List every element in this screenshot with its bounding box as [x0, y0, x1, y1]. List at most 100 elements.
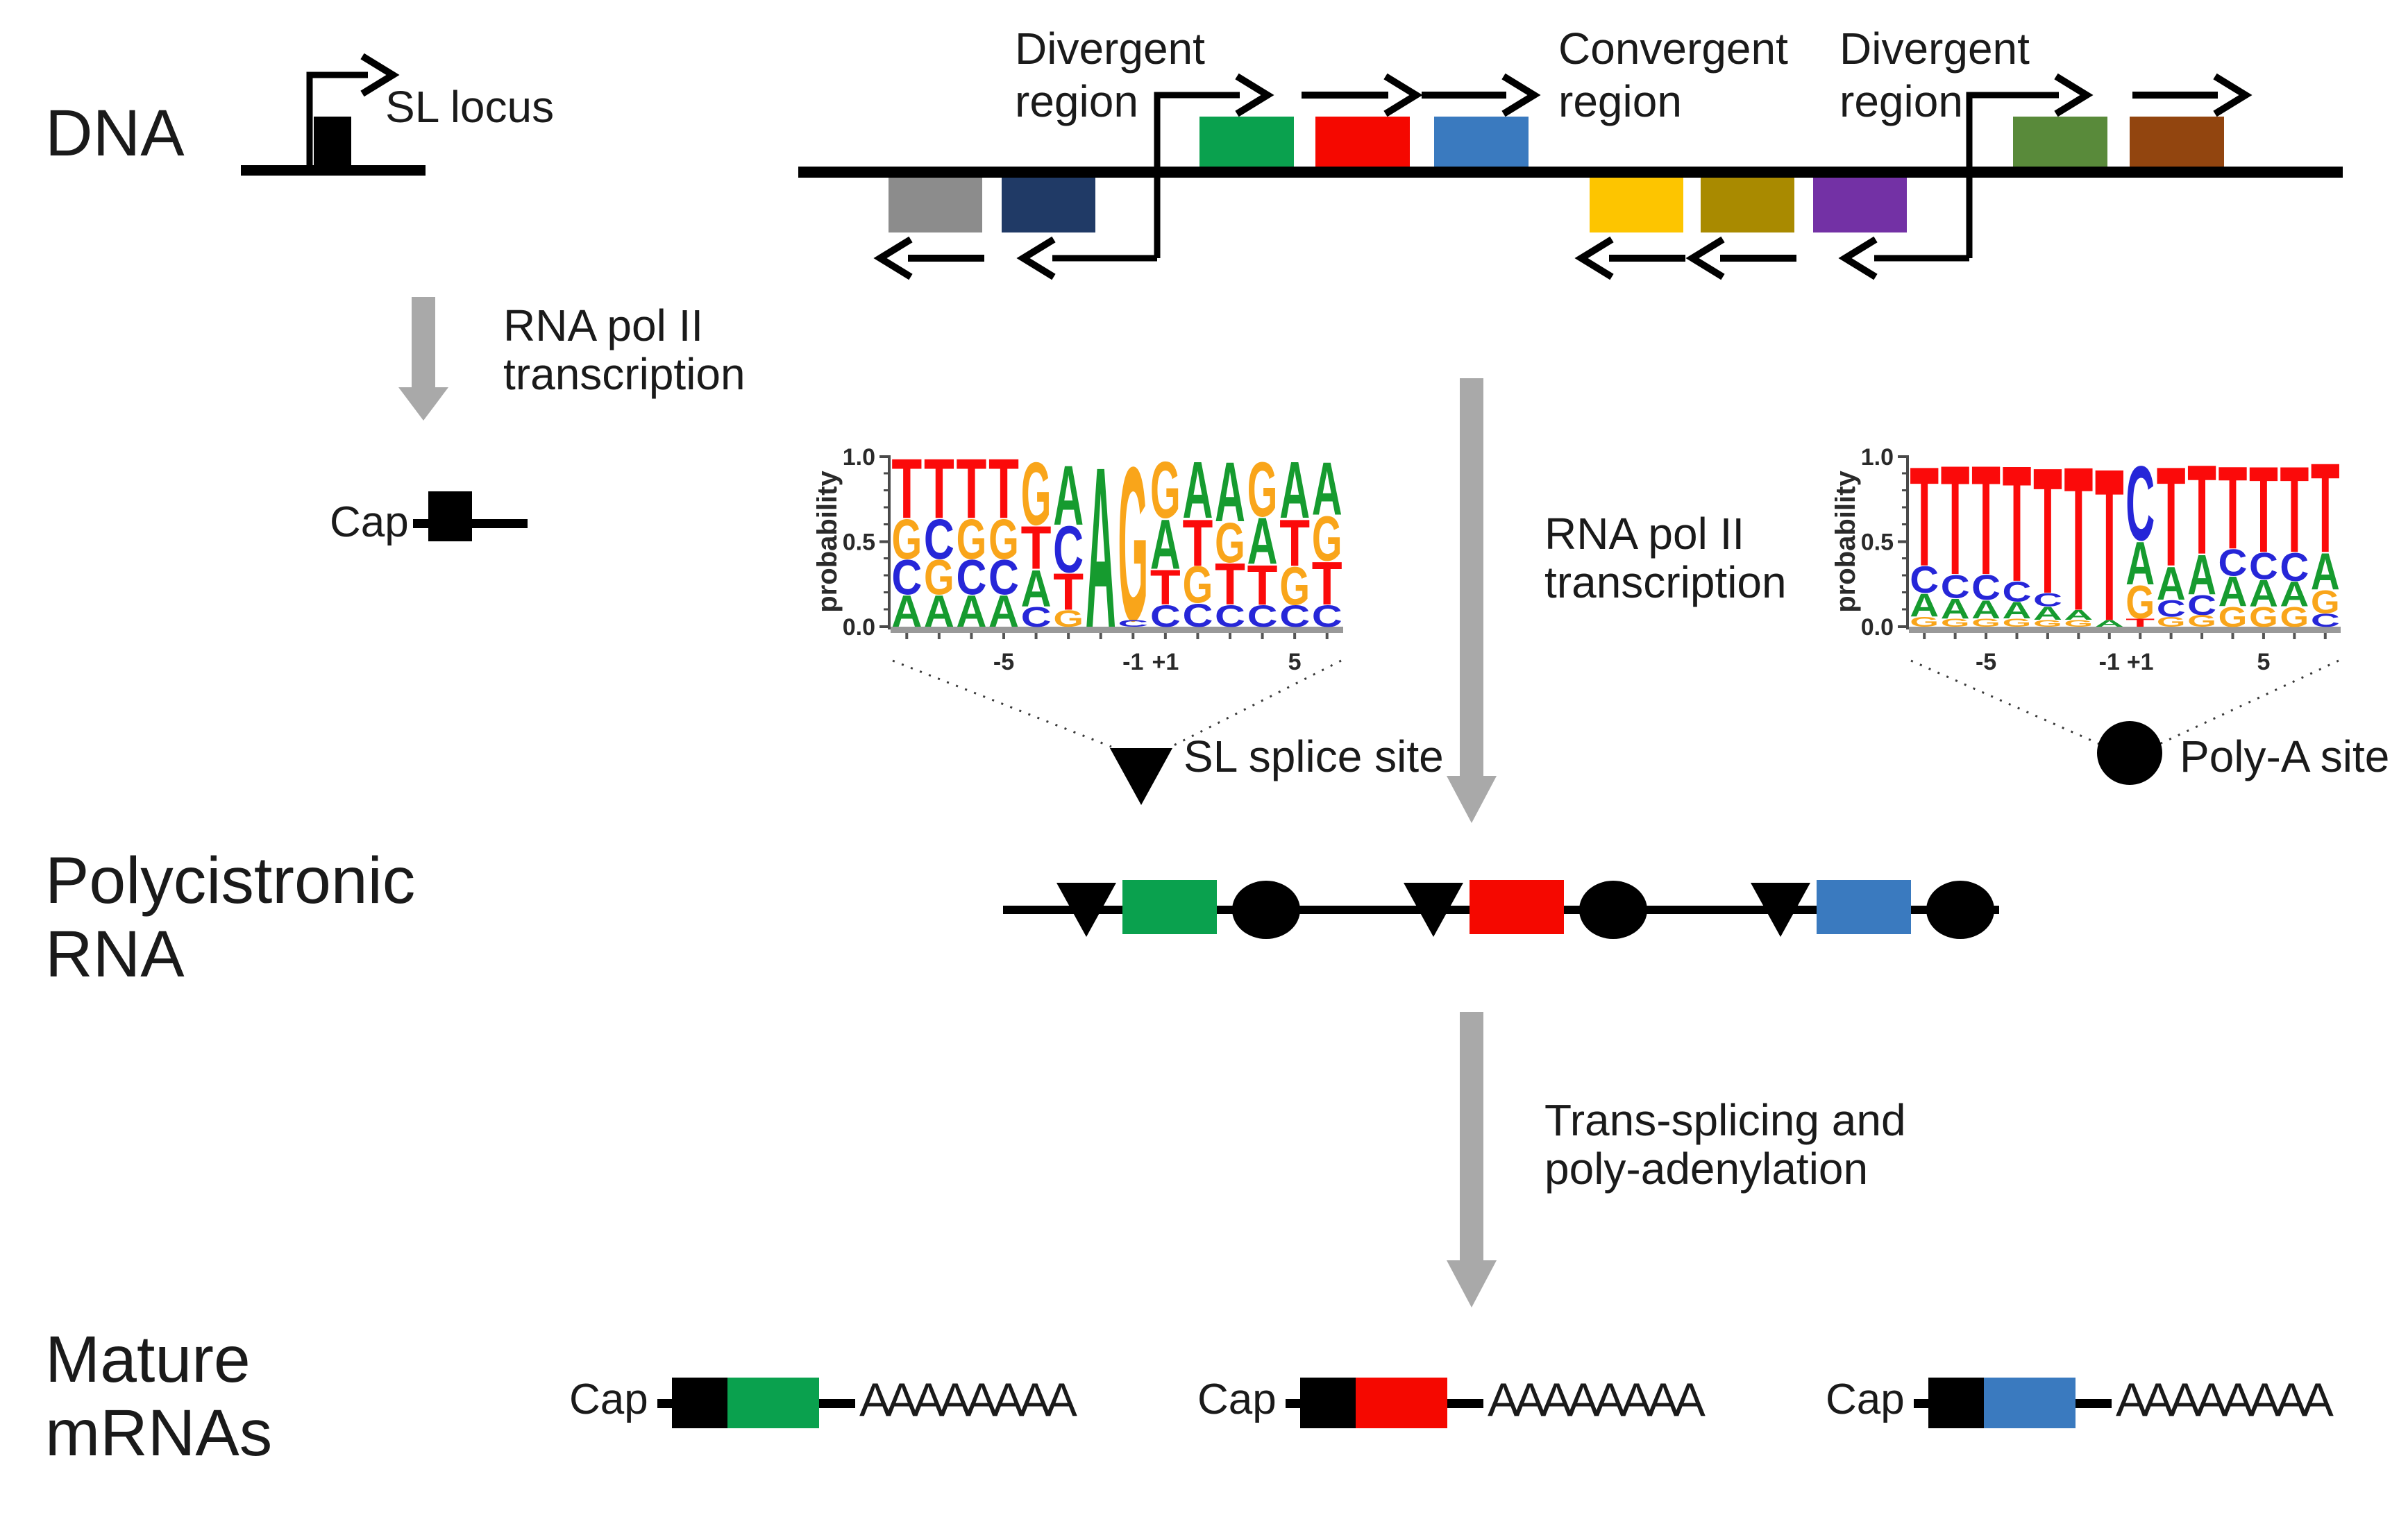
polya-logo-ytick-icon	[1898, 455, 1906, 458]
svg-text:G: G	[1971, 616, 2001, 629]
sl-rna-cap-box	[428, 491, 472, 541]
polya-logo-letter-C: C	[2218, 541, 2248, 584]
sl-logo-ytick-icon	[884, 557, 888, 559]
sl-logo-ytick-icon	[884, 523, 888, 525]
svg-text:C: C	[2033, 589, 2062, 611]
sl-logo-letter-C: C	[1312, 600, 1342, 634]
sl-logo-xtick-icon	[1002, 633, 1005, 639]
sl-logo-xtick-icon	[1196, 633, 1199, 639]
sl-logo-letter-A: A	[1021, 560, 1052, 618]
svg-text:C: C	[1247, 600, 1278, 634]
polya-logo-ytick-icon	[1902, 557, 1906, 559]
reverse-gene-box-3	[1590, 178, 1683, 232]
polya-logo-letter-G: G	[2218, 602, 2248, 633]
polya-logo-xtick-label: +1	[2127, 649, 2154, 675]
svg-text:A: A	[2311, 543, 2340, 601]
svg-text:C: C	[1182, 597, 1213, 634]
svg-text:C: C	[2003, 576, 2032, 608]
sl-logo-letter-G: G	[1215, 511, 1245, 574]
reverse-gene-box-4	[1701, 178, 1794, 232]
sl-logo-xtick-icon	[937, 633, 941, 639]
svg-text:G: G	[957, 508, 987, 571]
cap-label-left: Cap	[330, 498, 409, 546]
mrna-1-gene-box	[727, 1378, 819, 1428]
svg-text:T: T	[1021, 514, 1052, 583]
polya-logo-xtick-icon	[2169, 633, 2173, 639]
trans-splicing-label-2: poly-adenylation	[1544, 1144, 1869, 1194]
polya-logo-xtick-icon	[2077, 633, 2080, 639]
sl-logo-letter-A: A	[1182, 445, 1213, 535]
mrna-1-left-stub	[657, 1399, 672, 1408]
polya-logo-xtick-label: 5	[2257, 649, 2270, 675]
trans-splicing-arrow-head-icon	[1447, 1260, 1497, 1307]
svg-text:T: T	[1910, 438, 1939, 596]
sl-logo-ytick-icon	[884, 506, 888, 509]
sl-logo-ytick-label: 1.0	[843, 444, 875, 471]
svg-text:T: T	[2095, 424, 2124, 667]
polya-logo-letter-A: A	[2125, 528, 2155, 597]
svg-text:A: A	[1150, 505, 1181, 584]
sl-logo-letter-T: T	[957, 441, 987, 536]
sl-logo-letter-C: C	[1247, 600, 1278, 634]
svg-text:A: A	[2033, 603, 2062, 625]
polya-logo-letter-A: A	[2003, 598, 2032, 624]
svg-text:C: C	[1215, 600, 1245, 634]
polya-logo-letter-T: T	[2249, 442, 2278, 579]
polya-logo-xtick-label: -1	[2099, 649, 2120, 675]
svg-text:G: G	[1053, 605, 1084, 632]
polya-logo-letter-G: G	[2003, 616, 2032, 629]
projection-dashed-line	[1910, 659, 2110, 750]
polya-logo-letter-T: T	[1971, 434, 2001, 607]
polya-logo-letter-C: C	[2157, 595, 2186, 622]
svg-text:C: C	[988, 550, 1019, 606]
svg-text:T: T	[2249, 442, 2278, 579]
svg-text:G: G	[2311, 583, 2340, 620]
sl-promoter-arrowhead-icon	[360, 53, 400, 97]
convergent-label-2: region	[1558, 76, 1682, 126]
sl-logo-xtick-icon	[1229, 633, 1231, 639]
cap-label-mrna-1: Cap	[569, 1376, 648, 1423]
rna-splice-site-triangle-icon-3	[1751, 883, 1810, 937]
sl-logo-ytick-icon	[884, 608, 888, 611]
polya-logo-xtick-icon	[1923, 633, 1926, 639]
sl-logo-letter-G: G	[1118, 422, 1148, 668]
dna-row-label: DNA	[45, 96, 185, 170]
svg-text:G: G	[1312, 503, 1342, 575]
svg-text:T: T	[1247, 554, 1278, 617]
polya-logo-letter-G: G	[2249, 602, 2278, 633]
polya-logo-letter-T: T	[1941, 434, 1970, 607]
polya-logo-ytick-label: 1.0	[1861, 444, 1894, 471]
sl-locus-box	[314, 117, 351, 166]
sl-logo-letter-G: G	[1021, 445, 1052, 545]
sl-logo-letter-T: T	[988, 441, 1019, 536]
polya-logo-letter-T: T	[2125, 616, 2155, 629]
svg-text:A: A	[2218, 568, 2248, 616]
svg-text:G: G	[1150, 446, 1181, 536]
polya-logo-xtick-icon	[1985, 633, 1988, 639]
reverse-gene-arrow-4-head-icon	[1685, 236, 1725, 280]
svg-text:C: C	[1971, 568, 2001, 607]
sl-logo-letter-A: A	[956, 586, 986, 636]
svg-text:C: C	[1118, 618, 1148, 629]
mrna-1-right-stub	[819, 1399, 855, 1408]
mrna-3-cap-box	[1928, 1378, 1984, 1428]
forward-gene-box-3	[1434, 117, 1529, 167]
polya-logo-xtick-label: -5	[1976, 649, 1996, 675]
splice-site-triangle-icon	[1110, 748, 1172, 805]
projection-dashed-line	[892, 659, 1112, 748]
svg-text:T: T	[2218, 443, 2248, 574]
svg-text:G: G	[2033, 618, 2062, 629]
sl-logo-letter-A: A	[1312, 446, 1342, 531]
sl-logo-letter-G: G	[891, 508, 922, 571]
sl-logo-letter-A: A	[1279, 445, 1310, 535]
reverse-gene-box-1	[889, 178, 982, 232]
trans-splicing-arrow-shaft	[1460, 1012, 1483, 1260]
svg-text:C: C	[1312, 600, 1342, 634]
sl-logo-xtick-icon	[1325, 633, 1329, 639]
svg-text:G: G	[924, 550, 954, 605]
svg-text:A: A	[2003, 598, 2032, 624]
sl-logo-letter-T: T	[1279, 506, 1310, 579]
svg-text:G: G	[1279, 556, 1310, 616]
svg-text:G: G	[1183, 557, 1213, 615]
